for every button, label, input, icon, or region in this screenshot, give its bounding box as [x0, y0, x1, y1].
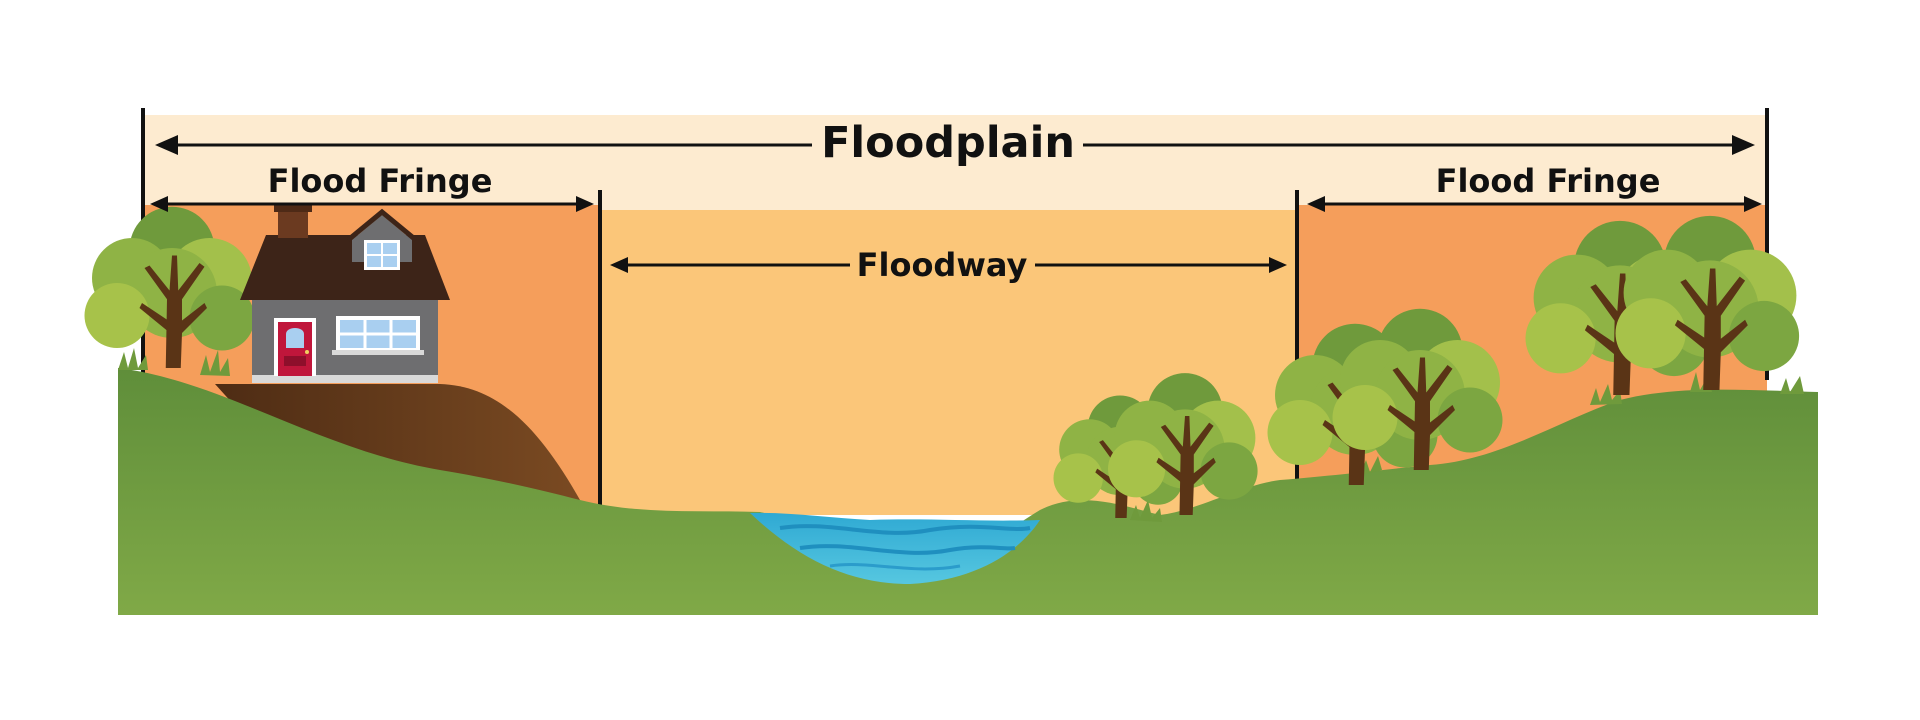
- ground: [118, 368, 1818, 615]
- river-wave-3: [829, 563, 961, 571]
- river-icon: [750, 512, 1040, 584]
- house-icon: [240, 204, 450, 383]
- floodplain-label: Floodplain: [821, 118, 1075, 168]
- flood-fringe-right-arrow: [1307, 196, 1762, 212]
- river-wave-2: [799, 544, 1016, 555]
- floodway-zone-top: [600, 190, 1297, 210]
- floodway-label: Floodway: [857, 246, 1028, 284]
- flood-fringe-right-label: Flood Fringe: [1436, 162, 1661, 200]
- flood-fringe-left-arrow: [150, 196, 594, 212]
- floodway-arrow: [610, 257, 1287, 273]
- river-wave-1: [779, 524, 1031, 535]
- flood-fringe-left-label: Flood Fringe: [268, 162, 493, 200]
- floodplain-arrow: [155, 135, 1755, 155]
